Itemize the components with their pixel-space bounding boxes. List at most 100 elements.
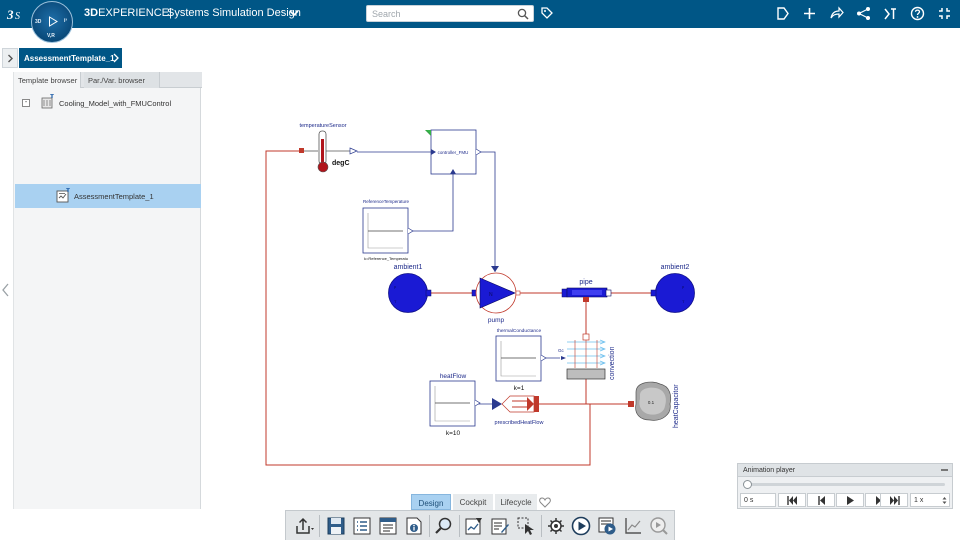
search-icon[interactable]	[517, 8, 529, 20]
thermal-wire-loop	[265, 150, 591, 466]
signal-wire	[476, 151, 496, 272]
convection-gc-label: Gc	[558, 348, 565, 353]
reference-temperature-label: ReferenceTemperature	[363, 199, 410, 204]
spinner-icon[interactable]	[942, 496, 947, 505]
list-view-button[interactable]	[352, 516, 372, 536]
share-icon[interactable]	[829, 6, 844, 21]
search-box[interactable]	[366, 5, 534, 22]
select-button[interactable]	[516, 516, 536, 536]
configure-run-button[interactable]	[546, 516, 566, 536]
slider-thumb[interactable]	[743, 480, 752, 489]
tab-expand-button[interactable]	[2, 48, 18, 68]
tab-assessment-template[interactable]: AssessmentTemplate_1	[19, 48, 122, 68]
ds-logo-icon[interactable]: 3 S	[6, 5, 24, 23]
svg-text:S: S	[15, 11, 20, 22]
heat-capacitor[interactable]: 0.1 heatCapacitor	[628, 381, 680, 428]
pump[interactable]: pump N	[471, 266, 521, 324]
left-panel: Template browser Par./Var. browser - Coo…	[13, 72, 202, 509]
tree-item-label: AssessmentTemplate_1	[74, 192, 154, 201]
tree-collapse-toggle[interactable]: -	[22, 99, 30, 107]
skip-end-icon	[890, 496, 900, 505]
heart-icon[interactable]	[539, 497, 551, 508]
left-panel-tabs: Template browser Par./Var. browser	[14, 72, 202, 88]
ambient1-label: ambient1	[394, 264, 423, 271]
chevron-left-icon[interactable]	[0, 282, 12, 298]
heat-capacitor-value: 0.1	[648, 400, 655, 405]
time-slider[interactable]	[743, 480, 945, 489]
tab-par-var-browser[interactable]: Par./Var. browser	[84, 72, 160, 88]
export-icon	[296, 517, 314, 534]
info-doc-icon	[406, 517, 422, 535]
pipe[interactable]: pipe	[561, 279, 612, 302]
tab-lifecycle[interactable]: Lifecycle	[495, 494, 537, 510]
compass-play-icon[interactable]	[48, 16, 58, 27]
time-field[interactable]: 0 s	[740, 493, 776, 507]
help-icon[interactable]	[910, 6, 925, 21]
run-batch-button[interactable]	[597, 516, 617, 536]
model-icon	[41, 94, 54, 109]
heat-flow[interactable]: heatFlow k=10	[429, 373, 481, 437]
list-icon	[353, 517, 371, 535]
network-icon[interactable]	[856, 6, 871, 21]
prescribed-heat-flow-label: prescribedHeatFlow	[495, 420, 544, 426]
mode-tabs: Design Cockpit Lifecycle	[411, 494, 561, 510]
thermal-conductance[interactable]: thermalConductance k=1	[495, 328, 547, 392]
minimize-icon[interactable]	[941, 469, 948, 471]
tab-design[interactable]: Design	[411, 494, 451, 510]
share-tag-icon[interactable]	[775, 6, 790, 21]
apps-compass-icon[interactable]	[883, 6, 898, 21]
save-button[interactable]	[326, 516, 346, 536]
properties-button[interactable]	[378, 516, 398, 536]
ambient2-t: T	[682, 299, 685, 304]
review-button[interactable]	[649, 516, 669, 536]
previous-frame-button[interactable]	[807, 493, 835, 507]
action-bar	[285, 510, 675, 540]
reference-param: k=Reference_Temperatu	[364, 256, 408, 261]
search-input[interactable]	[372, 8, 512, 20]
edit-parameters-button[interactable]	[490, 516, 510, 536]
results-plot-button[interactable]	[623, 516, 643, 536]
ambient1[interactable]: ambient1 p T	[388, 264, 432, 313]
tab-template-browser[interactable]: Template browser	[14, 72, 81, 88]
prescribed-heat-flow[interactable]: prescribedHeatFlow	[492, 395, 544, 426]
compass-widget[interactable]: 3D i³ V,R	[31, 1, 73, 43]
info-button[interactable]	[404, 516, 424, 536]
batch-run-icon	[598, 517, 616, 535]
tree-item-assessment-template[interactable]: AssessmentTemplate_1	[15, 184, 201, 208]
top-bar: 3 S 3DEXPERIENCE| Systems Simulation Des…	[0, 0, 960, 28]
ambient2-p: p	[682, 284, 685, 289]
heat-flow-param: k=10	[446, 430, 461, 437]
tab-cockpit[interactable]: Cockpit	[453, 494, 493, 510]
deg-unit-label: degC	[332, 160, 350, 167]
convection[interactable]: Gc convection	[558, 333, 616, 380]
inspect-button[interactable]	[434, 516, 454, 536]
app-name[interactable]: Systems Simulation Design	[167, 7, 301, 19]
first-frame-button[interactable]	[778, 493, 806, 507]
run-button[interactable]	[571, 516, 591, 536]
ambient2[interactable]: ambient2 p T	[650, 264, 695, 313]
last-frame-button[interactable]	[880, 493, 908, 507]
edit-scenario-button[interactable]	[464, 516, 484, 536]
tag-icon[interactable]	[540, 6, 554, 20]
pointer-select-icon	[517, 517, 534, 535]
temperature-sensor[interactable]: temperatureSensor degC	[299, 123, 358, 173]
tree-item-model[interactable]: - Cooling_Model_with_FMUControl	[22, 94, 200, 110]
ambient1-t: T	[394, 299, 397, 304]
animation-player-header[interactable]: Animation player	[738, 464, 952, 477]
chevron-down-icon[interactable]	[289, 9, 299, 17]
play-button[interactable]	[836, 493, 864, 507]
diagram-canvas[interactable]: temperatureSensor degC controller_FMU Re…	[240, 110, 960, 490]
brand-label: 3DEXPERIENCE|	[84, 7, 172, 19]
plus-icon[interactable]	[802, 6, 817, 21]
review-icon	[650, 517, 668, 535]
svg-text:3: 3	[6, 7, 14, 22]
fullscreen-icon[interactable]	[937, 6, 952, 21]
magnifier-icon	[435, 517, 452, 534]
controller-fmu[interactable]: controller_FMU	[425, 129, 482, 175]
thermal-conductance-label: thermalConductance	[497, 328, 542, 334]
reference-temperature[interactable]: ReferenceTemperature k=Reference_Tempera…	[362, 199, 414, 261]
plot-icon	[625, 518, 641, 534]
export-button[interactable]	[294, 516, 314, 536]
speed-select[interactable]: 1 x	[910, 493, 950, 507]
skip-start-icon	[787, 496, 797, 505]
